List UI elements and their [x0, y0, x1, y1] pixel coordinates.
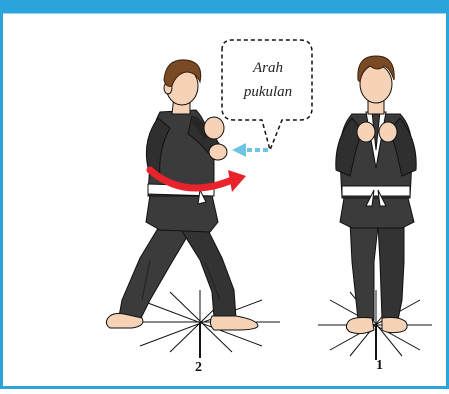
figure-1-number: 1	[376, 358, 383, 374]
figure-2-number: 2	[195, 360, 202, 376]
callout-line-2: pukulan	[228, 80, 308, 104]
callout-line-1: Arah	[228, 56, 308, 80]
callout-text: Arah pukulan	[228, 56, 308, 104]
top-band	[2, 2, 448, 14]
